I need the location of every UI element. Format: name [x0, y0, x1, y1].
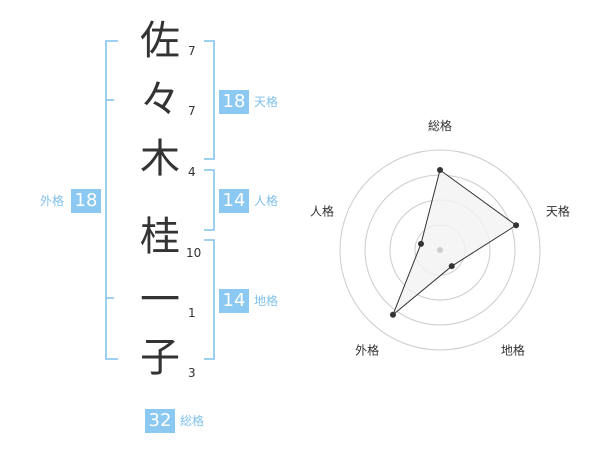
- gaikaku-label: 外格: [40, 194, 65, 208]
- chikaku-label: 地格: [254, 294, 279, 308]
- chikaku-value: 14: [219, 289, 249, 313]
- stroke-count-4: 10: [186, 246, 202, 260]
- soukaku-label: 総格: [180, 414, 205, 428]
- name-char-3: 木: [140, 136, 180, 182]
- radar-point-5: [417, 240, 424, 247]
- name-char-2: 々: [140, 77, 180, 123]
- stroke-count-1: 7: [188, 44, 196, 58]
- jinkaku-label: 人格: [254, 194, 279, 208]
- stroke-count-5: 1: [188, 306, 196, 320]
- soukaku-value: 32: [145, 409, 175, 433]
- name-char-5: 一: [140, 277, 180, 323]
- radar-axis-label-2: 天格: [546, 204, 570, 219]
- radar-point-2: [513, 222, 520, 229]
- tenkaku-value: 18: [219, 90, 249, 114]
- radar-point-4: [389, 311, 396, 318]
- gaikaku-bracket: [105, 40, 118, 360]
- jinkaku-value: 14: [219, 189, 249, 213]
- radar-axis-label-4: 外格: [355, 342, 379, 357]
- radar-axis-label-3: 地格: [501, 342, 525, 357]
- radar-axis-label-1: 総格: [428, 118, 452, 133]
- stroke-count-2: 7: [188, 104, 196, 118]
- radar-area: [392, 169, 517, 316]
- gaikaku-value: 18: [71, 189, 101, 213]
- name-char-1: 佐: [140, 18, 180, 64]
- stroke-count-3: 4: [188, 165, 196, 179]
- name-char-4: 桂: [140, 214, 180, 260]
- radar-point-1: [437, 167, 443, 173]
- tenkaku-label: 天格: [254, 95, 279, 109]
- name-char-6: 子: [140, 335, 180, 381]
- stroke-count-6: 3: [188, 366, 196, 380]
- radar-point-3: [448, 263, 455, 270]
- radar-center-dot: [437, 247, 443, 253]
- jinkaku-bracket: [204, 169, 215, 231]
- tenkaku-bracket: [204, 40, 215, 160]
- radar-axis-label-5: 人格: [310, 204, 334, 219]
- chikaku-bracket: [204, 239, 215, 360]
- radar-ring: [339, 149, 541, 351]
